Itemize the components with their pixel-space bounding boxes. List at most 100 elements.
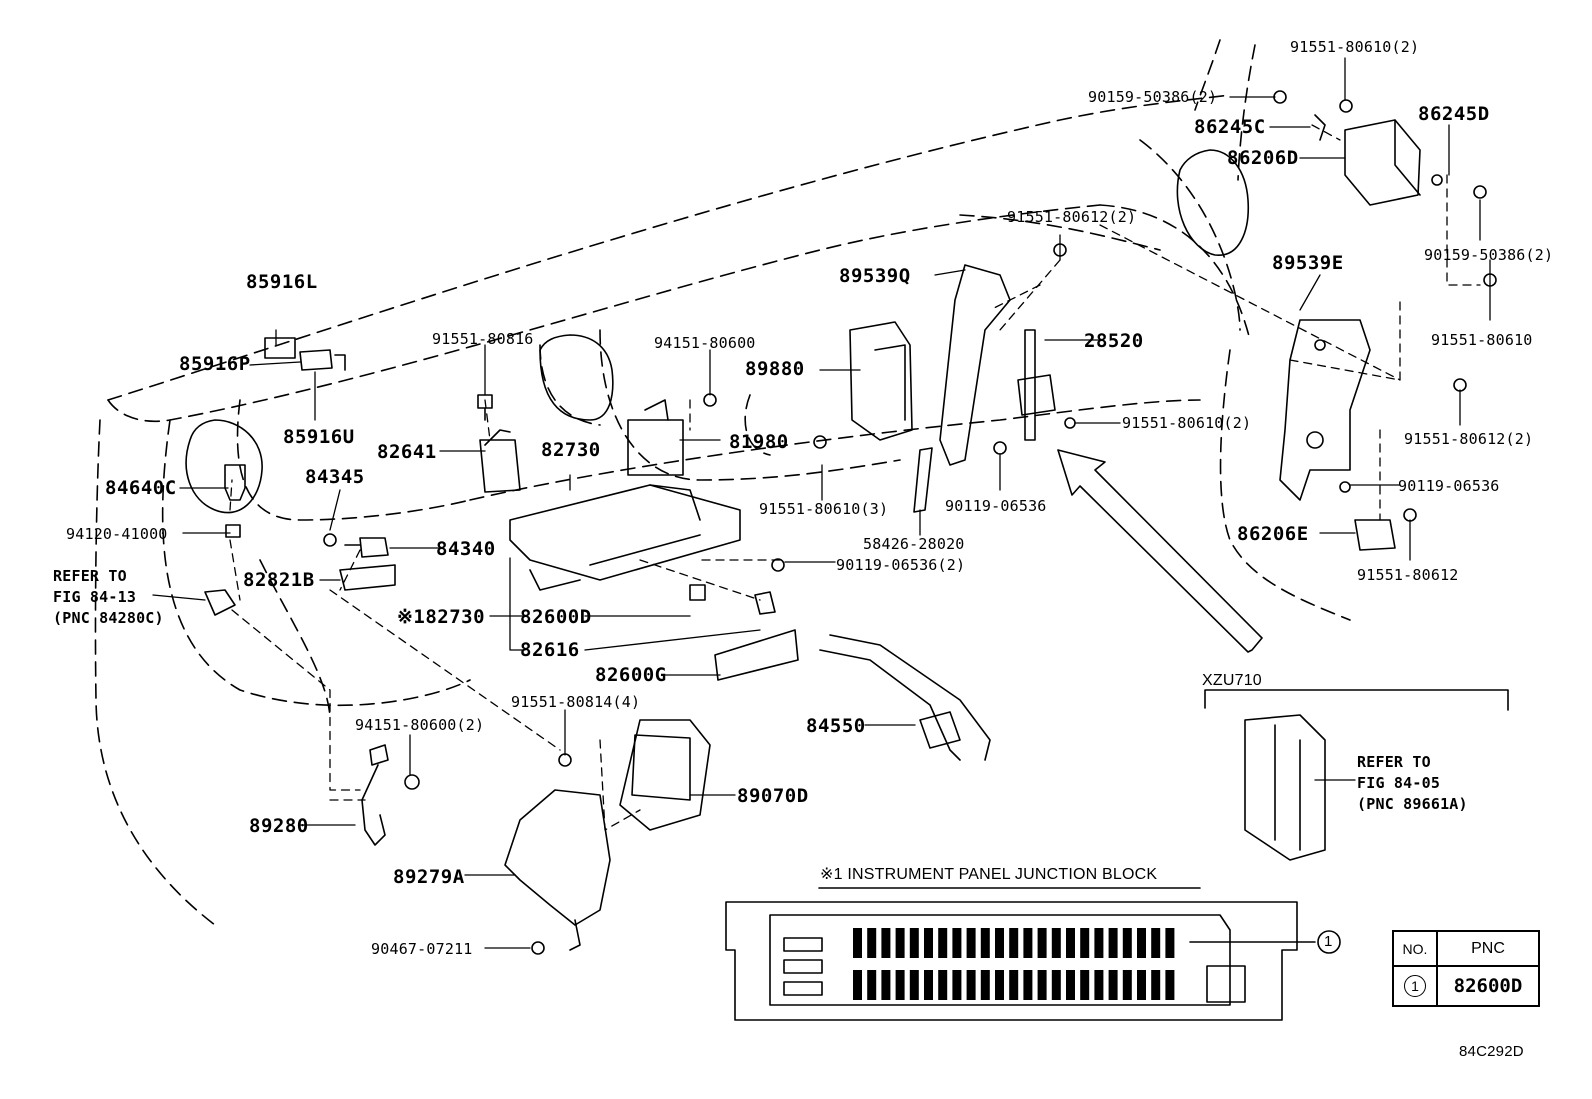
junction-pins — [853, 928, 1175, 1000]
junction-pin — [1066, 928, 1075, 958]
label-94151-80600-2: 94151-80600(2) — [355, 716, 485, 734]
junction-pin — [1094, 928, 1104, 958]
label-91551-80612-right: 91551-80612 — [1357, 566, 1459, 584]
components — [204, 90, 1497, 955]
junction-pin — [1080, 970, 1090, 1000]
label-82616: 82616 — [520, 639, 580, 661]
junction-pin — [1051, 970, 1061, 1000]
xzu710-bracket — [1204, 689, 1509, 711]
junction-pin — [952, 970, 962, 1000]
label-91551-80610-2-top: 91551-80610(2) — [1290, 38, 1420, 56]
left-vent — [185, 149, 1250, 514]
junction-pin — [867, 928, 877, 958]
label-86245C: 86245C — [1194, 116, 1266, 138]
junction-pin — [966, 928, 976, 958]
junction-pin — [924, 928, 933, 958]
junction-pin — [1023, 928, 1033, 958]
label-84345: 84345 — [305, 466, 365, 488]
label-91551-80610-2-mid: 91551-80610(2) — [1122, 414, 1252, 432]
label-84550: 84550 — [806, 715, 866, 737]
junction-pin — [895, 928, 905, 958]
label-85916U: 85916U — [283, 426, 355, 448]
label-89280: 89280 — [249, 815, 309, 837]
junction-pin — [938, 970, 948, 1000]
table-cell-no-circle: 1 — [1404, 975, 1426, 997]
junction-pin — [1165, 970, 1175, 1000]
label-89539Q: 89539Q — [839, 265, 911, 287]
label-94151-80600: 94151-80600 — [654, 334, 756, 352]
junction-block — [725, 887, 1341, 1021]
label-84640C: 84640C — [105, 477, 177, 499]
junction-pin — [980, 970, 990, 1000]
label-89279A: 89279A — [393, 866, 465, 888]
label-85916L: 85916L — [246, 271, 318, 293]
junction-pin — [1108, 928, 1118, 958]
view-arrow — [1057, 449, 1263, 653]
junction-pin — [1023, 970, 1033, 1000]
label-90119-06536-right: 90119-06536 — [1398, 477, 1500, 495]
junction-pin — [1122, 970, 1132, 1000]
label-82730-top: 82730 — [541, 439, 601, 461]
label-82600D: 82600D — [520, 606, 592, 628]
junction-pin — [853, 928, 862, 958]
label-91551-80814-4: 91551-80814(4) — [511, 693, 641, 711]
junction-pin — [938, 928, 948, 958]
table-cell-pnc: 82600D — [1436, 965, 1540, 1007]
label-91551-80816: 91551-80816 — [432, 330, 534, 348]
label-90119-06536-2: 90119-06536(2) — [836, 556, 966, 574]
junction-pin — [980, 928, 990, 958]
table-header-pnc: PNC — [1436, 930, 1540, 967]
junction-pin — [1165, 928, 1175, 958]
label-82821B: 82821B — [243, 569, 315, 591]
table-header-no: NO. — [1392, 930, 1438, 967]
label-86206D: 86206D — [1227, 147, 1299, 169]
pnc-table: NO. PNC 1 82600D — [1392, 930, 1540, 1007]
label-86206E: 86206E — [1237, 523, 1309, 545]
junction-pin — [924, 970, 933, 1000]
junction-block-title: ※1 INSTRUMENT PANEL JUNCTION BLOCK — [820, 866, 1158, 883]
label-91551-80610-right: 91551-80610 — [1431, 331, 1533, 349]
label-82641: 82641 — [377, 441, 437, 463]
junction-pin — [1122, 928, 1132, 958]
drawing-code: 84C292D — [1459, 1043, 1524, 1060]
junction-pin — [895, 970, 905, 1000]
junction-pin — [966, 970, 976, 1000]
label-84340: 84340 — [436, 538, 496, 560]
junction-pin — [867, 970, 877, 1000]
junction-pin — [1137, 970, 1146, 1000]
label-refer-84-13: REFER TO FIG 84-13 (PNC 84280C) — [53, 567, 164, 627]
junction-pin — [1009, 970, 1019, 1000]
junction-pin — [1051, 928, 1061, 958]
label-91551-80612-2-top: 91551-80612(2) — [1007, 208, 1137, 226]
junction-pin — [881, 928, 891, 958]
label-90159-50386-2-top: 90159-50386(2) — [1088, 88, 1218, 106]
label-refer-84-05: REFER TO FIG 84-05 (PNC 89661A) — [1357, 753, 1468, 813]
junction-pin — [1066, 970, 1075, 1000]
label-82730-ref: ※182730 — [397, 606, 486, 628]
label-89880: 89880 — [745, 358, 805, 380]
instrument-panel-outline — [94, 39, 1351, 926]
junction-pin — [909, 970, 919, 1000]
label-28520: 28520 — [1084, 330, 1144, 352]
label-81980: 81980 — [729, 431, 789, 453]
junction-pin — [995, 970, 1004, 1000]
junction-pin — [1094, 970, 1104, 1000]
label-90159-50386-2-right: 90159-50386(2) — [1424, 246, 1554, 264]
label-89070D: 89070D — [737, 785, 809, 807]
junction-pin — [1009, 928, 1019, 958]
label-94120-41000: 94120-41000 — [66, 525, 168, 543]
junction-pin — [1151, 970, 1161, 1000]
junction-pin — [1108, 970, 1118, 1000]
junction-pin — [995, 928, 1004, 958]
junction-pin — [853, 970, 862, 1000]
label-xzu710: XZU710 — [1202, 672, 1262, 689]
junction-pin — [1037, 928, 1047, 958]
junction-pin — [881, 970, 891, 1000]
leader-lines — [152, 57, 1491, 949]
label-90467-07211: 90467-07211 — [371, 940, 473, 958]
label-91551-80612-2-right: 91551-80612(2) — [1404, 430, 1534, 448]
dashed-leaders — [229, 124, 1481, 831]
label-58426-28020: 58426-28020 — [863, 535, 965, 553]
junction-pin — [1137, 928, 1146, 958]
